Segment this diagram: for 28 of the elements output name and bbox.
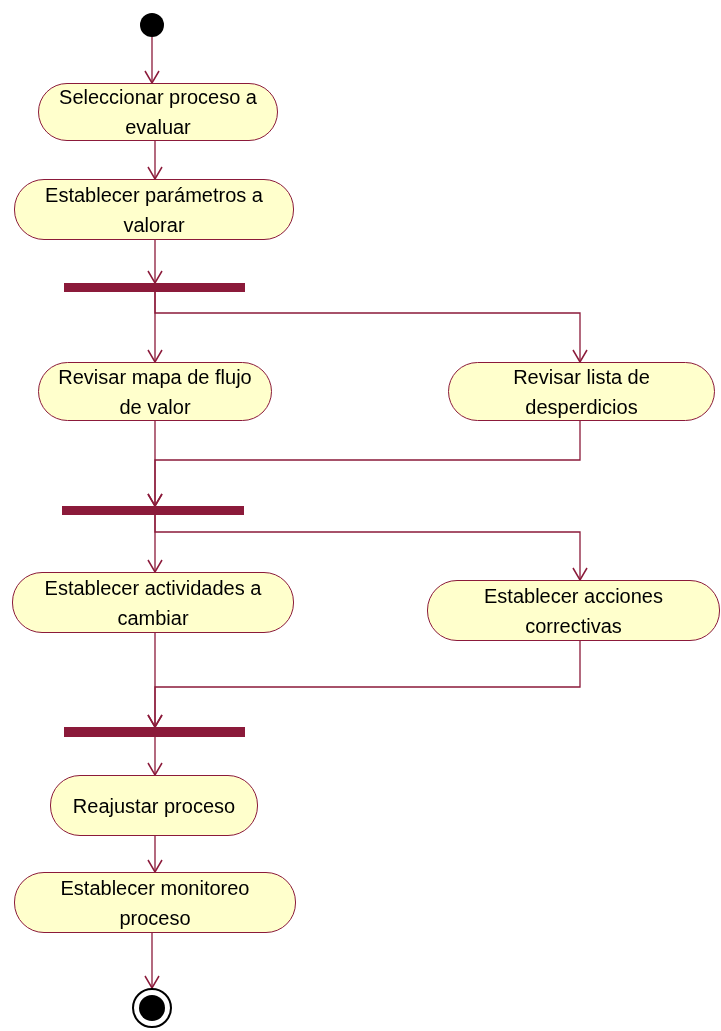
- arrow: [144, 932, 160, 989]
- arrow: [147, 239, 163, 284]
- action-box: [14, 872, 296, 933]
- action-box: [427, 580, 720, 641]
- arrow: [147, 420, 581, 507]
- action-label: Establecer monitoreo proceso: [59, 875, 251, 931]
- fork-bar: [62, 506, 244, 515]
- arrow: [154, 514, 588, 581]
- action-box: [14, 179, 294, 240]
- action-label: Establecer actividades a cambiar: [43, 575, 263, 631]
- action-label: Seleccionar proceso a evaluar: [58, 85, 258, 140]
- arrow: [147, 140, 163, 180]
- end-node: [132, 988, 172, 1028]
- start-node: [140, 13, 164, 37]
- arrow: [144, 36, 160, 84]
- action-label: Establecer acciones correctivas: [483, 583, 664, 639]
- action-label: Revisar lista de desperdicios: [512, 364, 651, 420]
- arrow: [147, 835, 163, 873]
- fork-bar: [64, 727, 245, 737]
- arrow: [154, 291, 588, 363]
- action-label: Establecer parámetros a valorar: [44, 182, 264, 238]
- fork-bar: [64, 283, 245, 292]
- action-label: Reajustar proceso: [72, 793, 236, 819]
- action-box: [50, 775, 258, 836]
- arrow: [147, 736, 163, 776]
- action-box: [12, 572, 294, 633]
- arrow: [147, 640, 581, 728]
- action-label: Revisar mapa de flujo de valor: [57, 364, 253, 420]
